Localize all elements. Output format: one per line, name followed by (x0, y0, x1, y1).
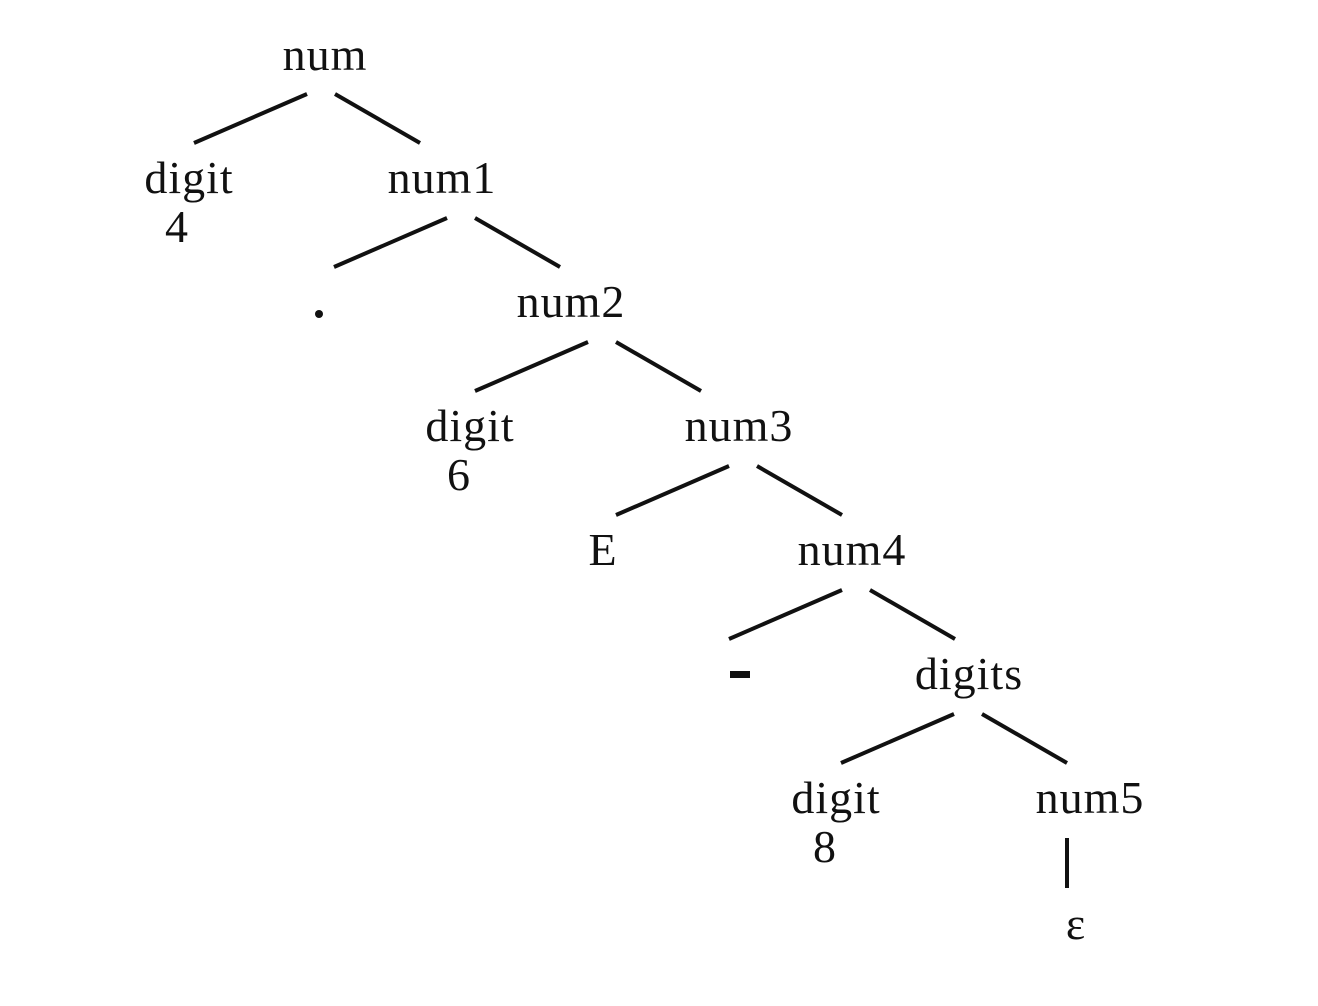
edge-digits-digit (840, 712, 955, 765)
node-digit-1: digit (144, 152, 233, 203)
edge-num-digit (193, 92, 308, 145)
node-dot-label: . (313, 277, 326, 328)
edge-num-num1 (334, 92, 421, 145)
node-digit-3: digit (791, 772, 880, 823)
node-num5: num5 (1036, 772, 1145, 823)
node-minus (730, 671, 750, 678)
node-dot (315, 310, 323, 318)
node-num: num (283, 29, 368, 80)
edge-num1-dot (333, 216, 448, 269)
edge-digits-num5 (981, 712, 1068, 765)
node-digits: digits (915, 648, 1023, 699)
node-digit-2-value: 6 (447, 449, 471, 500)
edge-num4-digits (869, 588, 956, 641)
node-digit-3-value: 8 (813, 821, 837, 872)
edge-num3-e (615, 464, 730, 517)
node-num3: num3 (685, 400, 794, 451)
edge-num2-num3 (615, 340, 702, 393)
edge-num3-num4 (756, 464, 843, 517)
node-num4: num4 (798, 524, 907, 575)
node-digit-1-value: 4 (165, 201, 189, 252)
edge-num4-minus (728, 588, 843, 641)
node-minus-label: - (732, 647, 748, 698)
node-num2: num2 (517, 276, 626, 327)
node-epsilon: ε (1066, 898, 1086, 949)
node-num1: num1 (388, 152, 497, 203)
edge-num1-num2 (474, 216, 561, 269)
node-e: E (588, 524, 617, 575)
node-digit-2: digit (425, 400, 514, 451)
edge-num2-digit (474, 340, 589, 393)
